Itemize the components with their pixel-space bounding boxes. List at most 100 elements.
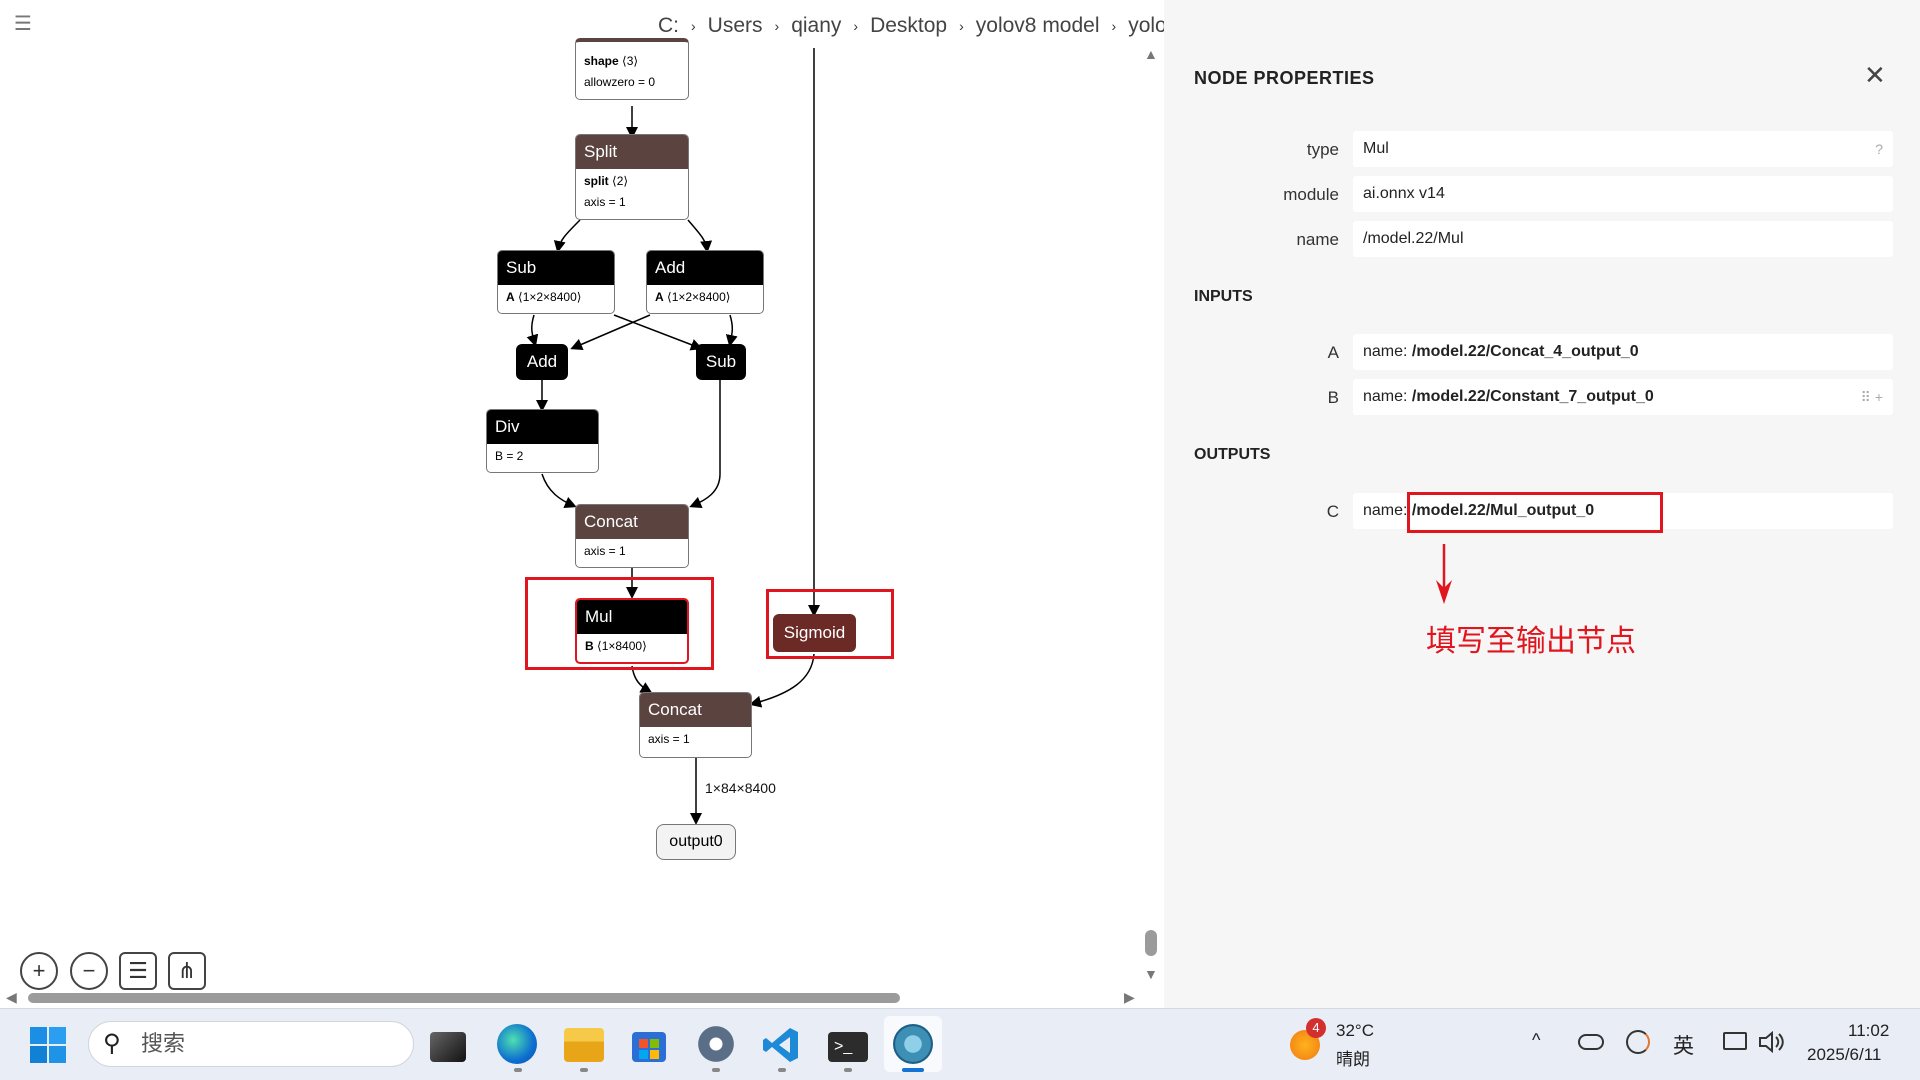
attr-value: ⟨1×8400⟩ (597, 639, 647, 653)
node-concat-2[interactable]: Concat axis = 1 (639, 692, 752, 758)
sync-icon[interactable] (1626, 1030, 1650, 1054)
prop-name-field[interactable]: /model.22/Mul (1353, 221, 1893, 257)
running-indicator (514, 1068, 522, 1072)
ime-indicator[interactable]: 英 (1673, 1035, 1694, 1058)
attr-key: A (655, 290, 664, 304)
attr-value: ⟨2⟩ (612, 174, 629, 188)
node-sigmoid[interactable]: Sigmoid (773, 614, 856, 652)
output-label: C (1326, 502, 1339, 521)
attr-line: B = 2 (495, 449, 524, 463)
prop-label: module (1283, 185, 1339, 204)
node-output[interactable]: output0 (656, 824, 736, 860)
settings-gear-icon[interactable] (696, 1024, 736, 1064)
outputs-section-title: OUTPUTS (1194, 446, 1271, 463)
field-prefix: name: (1363, 502, 1408, 519)
prop-type-field[interactable]: Mul ? (1353, 131, 1893, 167)
node-add[interactable]: Add A ⟨1×2×8400⟩ (646, 250, 764, 314)
running-indicator (712, 1068, 720, 1072)
vertical-scrollbar-thumb[interactable] (1145, 930, 1157, 956)
scroll-right-arrow[interactable]: ▶ (1124, 989, 1135, 1005)
annotation-text: 填写至输出节点 (1426, 624, 1636, 659)
breadcrumb-separator: › (691, 18, 696, 34)
node-title: Concat (640, 693, 751, 727)
attr-line: axis = 1 (648, 732, 690, 746)
help-icon[interactable]: ? (1875, 141, 1883, 157)
edge (725, 314, 738, 347)
node-title: Mul (577, 600, 687, 634)
breadcrumb-item[interactable]: C: (658, 14, 679, 37)
breadcrumb-separator: › (774, 18, 780, 34)
netron-app-icon[interactable] (893, 1024, 933, 1064)
field-prefix: name: (1363, 343, 1408, 360)
node-sub-2[interactable]: Sub (696, 344, 746, 380)
node-reshape[interactable]: shape ⟨3⟩ allowzero = 0 (575, 38, 689, 100)
volume-icon[interactable] (1758, 1030, 1786, 1054)
active-indicator (902, 1068, 924, 1072)
node-div[interactable]: Div B = 2 (486, 409, 599, 473)
weather-description[interactable]: 晴朗 (1336, 1050, 1370, 1069)
node-concat[interactable]: Concat axis = 1 (575, 504, 689, 568)
list-button[interactable]: ☰ (119, 952, 157, 990)
attr-line: allowzero = 0 (584, 75, 656, 89)
file-explorer-icon[interactable] (564, 1028, 604, 1062)
running-indicator (844, 1068, 852, 1072)
terminal-icon[interactable]: >_ (828, 1032, 868, 1062)
prop-value: /model.22/Mul (1363, 230, 1464, 247)
edge-browser-icon[interactable] (497, 1024, 537, 1064)
input-b-field[interactable]: name: /model.22/Constant_7_output_0 ⠿ + (1353, 379, 1893, 415)
share-icon: ⋔ (177, 958, 197, 983)
scroll-down-arrow[interactable]: ▼ (1144, 966, 1158, 982)
hamburger-icon[interactable]: ☰ (14, 13, 32, 35)
attr-key: shape (584, 54, 619, 68)
attr-key: B (585, 639, 594, 653)
attr-line: axis = 1 (584, 195, 626, 209)
breadcrumb-item[interactable]: Desktop (870, 14, 948, 37)
network-icon[interactable] (1723, 1032, 1747, 1050)
input-name-value: /model.22/Constant_7_output_0 (1411, 388, 1654, 405)
zoom-out-button[interactable]: − (70, 952, 108, 990)
prop-value: Mul (1363, 140, 1389, 157)
output-c-field[interactable]: name: /model.22/Mul_output_0 (1353, 493, 1893, 529)
node-split[interactable]: Split split ⟨2⟩ axis = 1 (575, 134, 689, 220)
input-label: A (1327, 343, 1339, 362)
horizontal-scrollbar-thumb[interactable] (28, 993, 900, 1003)
clock-time[interactable]: 11:02 (1848, 1021, 1890, 1040)
node-add-2[interactable]: Add (516, 344, 568, 380)
breadcrumb-item[interactable]: Users (707, 14, 763, 37)
expand-icon[interactable]: ⠿ + (1860, 389, 1883, 405)
graph-edges (526, 48, 820, 825)
breadcrumb: C: › Users › qiany › Desktop › yolov8 mo… (658, 12, 1251, 40)
breadcrumb-item[interactable]: yolov8 model (975, 14, 1100, 37)
attr-line: axis = 1 (584, 544, 626, 558)
task-view-icon[interactable] (430, 1032, 466, 1062)
share-button[interactable]: ⋔ (168, 952, 206, 990)
node-mul[interactable]: Mul B ⟨1×8400⟩ (575, 598, 689, 664)
node-title: Div (487, 410, 598, 444)
inputs-section-title: INPUTS (1194, 288, 1253, 305)
edge (689, 379, 721, 508)
prop-label: name (1296, 230, 1339, 249)
prop-module-field[interactable]: ai.onnx v14 (1353, 176, 1893, 212)
highlight-box (525, 577, 714, 670)
vscode-icon[interactable] (762, 1026, 800, 1064)
tray-chevron-up-icon[interactable]: ^ (1532, 1030, 1541, 1050)
attr-value: ⟨1×2×8400⟩ (667, 290, 731, 304)
edge (553, 219, 581, 253)
windows-start-icon[interactable] (30, 1027, 66, 1063)
microsoft-store-icon[interactable] (630, 1026, 668, 1064)
scroll-up-arrow[interactable]: ▲ (1144, 46, 1158, 62)
zoom-in-button[interactable]: + (20, 952, 58, 990)
weather-temperature[interactable]: 32°C (1336, 1021, 1374, 1040)
graph-canvas[interactable]: shape ⟨3⟩ allowzero = 0 Split split ⟨2⟩ … (0, 38, 1158, 1004)
node-sub[interactable]: Sub A ⟨1×2×8400⟩ (497, 250, 615, 314)
attr-key: split (584, 174, 609, 188)
prop-value: ai.onnx v14 (1363, 185, 1445, 202)
taskbar-search-box[interactable]: ⚲ 搜索 (88, 1021, 414, 1067)
input-a-field[interactable]: name: /model.22/Concat_4_output_0 (1353, 334, 1893, 370)
onedrive-cloud-icon[interactable] (1578, 1034, 1604, 1050)
scroll-left-arrow[interactable]: ◀ (6, 989, 17, 1005)
breadcrumb-item[interactable]: qiany (791, 14, 842, 37)
panel-close-button[interactable]: ✕ (1864, 60, 1886, 90)
clock-date[interactable]: 2025/6/11 (1807, 1045, 1882, 1064)
